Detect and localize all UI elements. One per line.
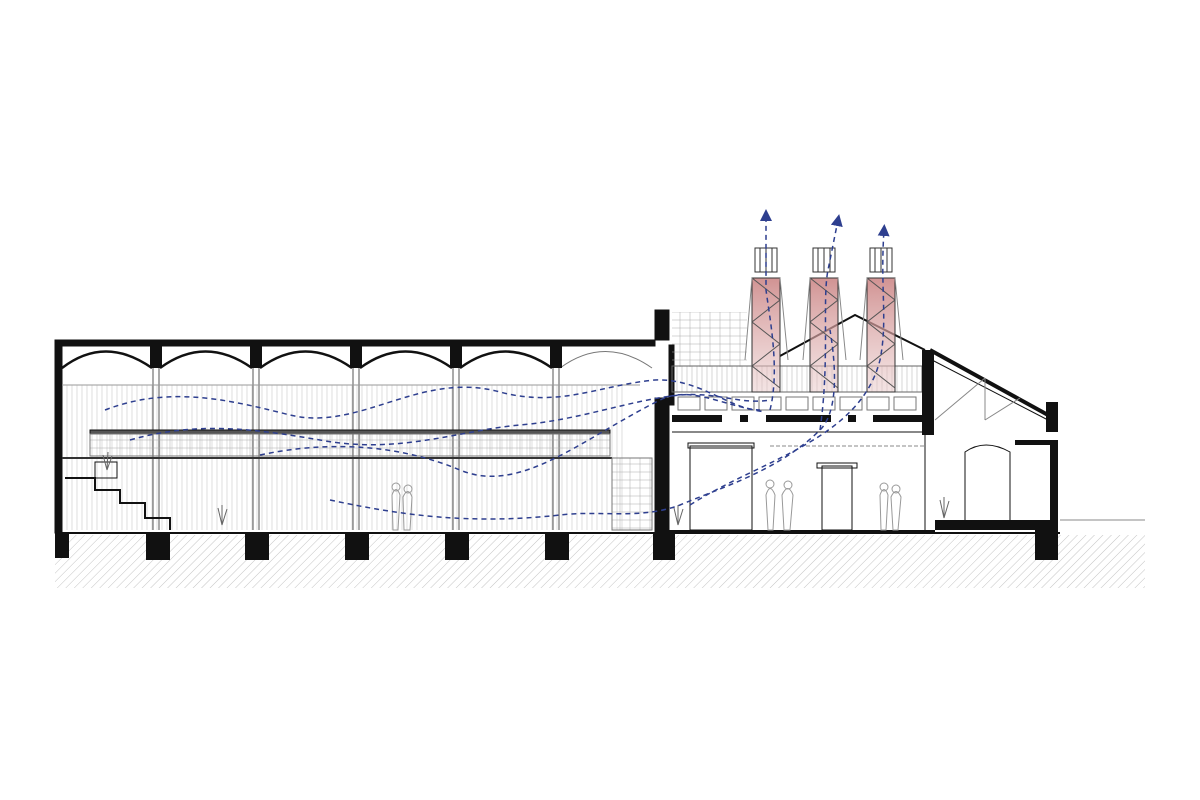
plant-icon xyxy=(102,451,950,526)
vaulted-hall xyxy=(54,339,675,560)
foundations xyxy=(55,533,675,560)
chimney xyxy=(744,247,789,393)
chimney xyxy=(859,247,904,393)
person-figure-icon xyxy=(391,479,902,531)
airflow-arrow-icon xyxy=(819,214,843,431)
mezzanine xyxy=(62,429,612,459)
wind-chimneys xyxy=(744,247,904,393)
columns xyxy=(150,340,562,368)
ventilated-building xyxy=(654,309,1058,560)
airflow-arrow-icon xyxy=(689,224,890,506)
ground xyxy=(55,519,1145,588)
stair-left xyxy=(65,461,171,530)
stair-right xyxy=(611,457,653,531)
vault-arches xyxy=(61,350,653,370)
airflow-paths xyxy=(104,209,890,520)
